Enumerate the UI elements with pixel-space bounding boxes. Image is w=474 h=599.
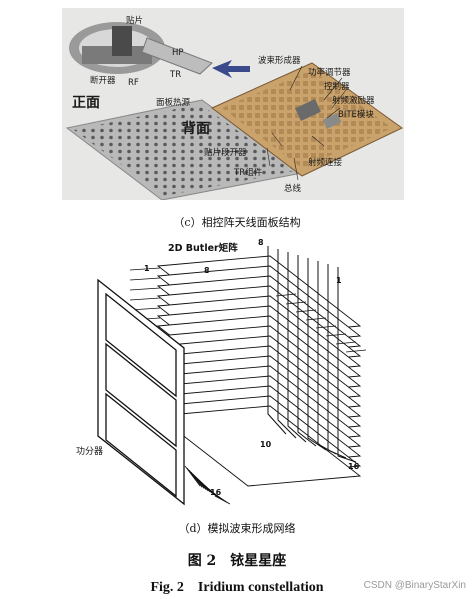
- label-bite-module: BITE模块: [338, 110, 374, 120]
- butler-matrix-illustration: [97, 246, 367, 506]
- watermark: CSDN @BinaryStarXin: [363, 580, 466, 591]
- vertical-feed: [297, 255, 317, 447]
- figure-title-cn: 图 2 铱星星座: [187, 553, 287, 569]
- label-top-8: 8: [258, 238, 264, 247]
- output-feed-lines: [267, 246, 367, 463]
- butler-plate: [156, 405, 362, 487]
- label-rf-connection: 射频连接: [308, 158, 343, 168]
- output-stub: [295, 309, 317, 313]
- input-stub: [129, 297, 161, 301]
- label-left-1: 1: [144, 264, 150, 273]
- label-patch: 贴片: [126, 16, 144, 26]
- label-rf-exciter: 射频激励器: [332, 96, 375, 106]
- output-stub: [305, 317, 327, 321]
- label-front: 正面: [72, 95, 100, 111]
- label-tr: TR: [170, 70, 182, 80]
- label-top-1: 1: [336, 276, 342, 285]
- label-beamformer: 波束形成器: [258, 56, 301, 66]
- input-stub: [129, 287, 161, 291]
- caption-c: （c）相控阵天线面板结构: [173, 216, 301, 229]
- output-stub: [345, 349, 367, 353]
- vertical-feed: [267, 246, 287, 435]
- vertical-feed: [277, 249, 297, 439]
- output-stub: [275, 293, 297, 297]
- label-bus: 总线: [284, 184, 302, 194]
- output-stub: [335, 341, 357, 345]
- vertical-feed: [307, 258, 327, 451]
- label-butler-matrix: 2D Butler矩阵: [168, 243, 238, 254]
- label-bottom-16: 16: [210, 488, 222, 497]
- bottom-feed: [214, 495, 231, 505]
- label-rf: RF: [128, 78, 139, 88]
- antenna-panel-illustration: [65, 22, 403, 200]
- label-breaker: 断开器: [90, 76, 116, 86]
- input-stub: [129, 267, 161, 271]
- label-right-16: 16: [348, 462, 360, 471]
- label-power-splitter: 功分器: [76, 447, 104, 457]
- butler-matrix-stack: [129, 255, 362, 505]
- vertical-feed: [327, 264, 347, 459]
- vertical-feed: [337, 267, 357, 463]
- label-mid-8: 8: [204, 266, 210, 275]
- output-stub: [315, 325, 337, 329]
- antenna-panel-photo: 贴片 HP TR 断开器 RF 正面 面板热源 背面 波束形成器 功率调节器 控…: [62, 8, 404, 200]
- label-tr-module: TR组件: [234, 168, 263, 178]
- figure-title-en: Fig. 2 Iridium constellation: [150, 580, 324, 595]
- label-back: 背面: [182, 121, 210, 137]
- label-10: 10: [260, 440, 272, 449]
- beamforming-network-diagram: 2D Butler矩阵 功分器 8 1 8 1 10 16 16: [60, 236, 430, 512]
- label-hp: HP: [172, 48, 184, 58]
- bottom-feed: [184, 465, 201, 487]
- label-power-adjuster: 功率调节器: [308, 68, 351, 78]
- vertical-feed: [287, 252, 307, 443]
- caption-d: （d）模拟波束形成网络: [178, 522, 296, 535]
- label-patch-breaker: 贴片段开器: [204, 148, 247, 158]
- input-stub: [129, 277, 161, 281]
- output-stub: [325, 333, 347, 337]
- output-stub: [285, 301, 307, 305]
- power-splitter-block: [97, 278, 185, 506]
- label-controller: 控制器: [324, 82, 350, 92]
- label-panel-heat: 面板热源: [156, 98, 191, 108]
